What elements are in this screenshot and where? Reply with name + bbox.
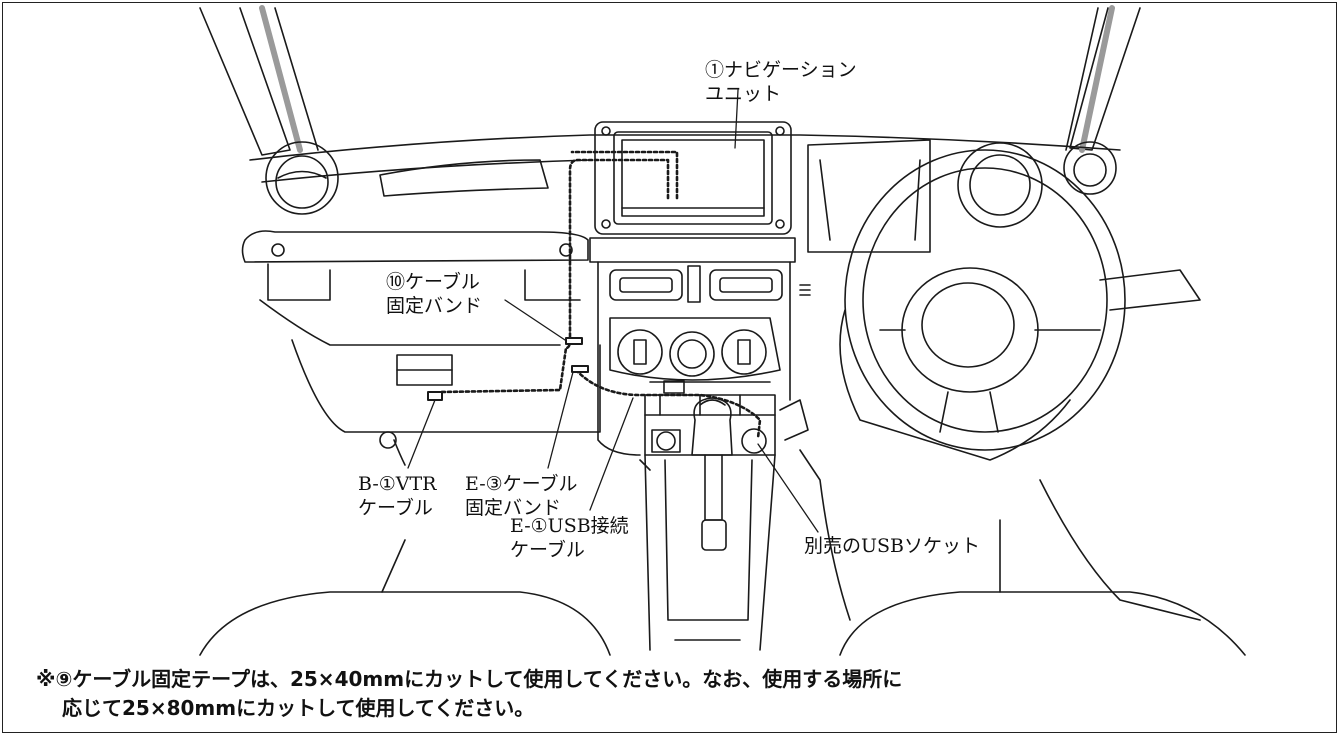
nav-cable-route (438, 158, 670, 394)
vtr-cable-label: B-①VTR ケーブル (358, 472, 436, 520)
cable-bands (427, 337, 589, 401)
steering-wheel (839, 149, 1201, 461)
cable-band-10-label: ⑩ケーブル 固定バンド (386, 270, 482, 318)
vtr-cable-label-line2: ケーブル (358, 497, 433, 519)
e3-cable-band-label: E-③ケーブル 固定バンド (465, 472, 578, 520)
usb-connection-cable-label-line2: ケーブル (510, 539, 585, 561)
glovebox (291, 339, 601, 466)
usb-connection-cable-label-line1: E-①USB接続 (510, 515, 629, 537)
footnote-line2: 応じて25×80mmにカットして使用してください。 (62, 696, 535, 720)
center-console (589, 237, 811, 651)
cable-band-10-label-line1: ⑩ケーブル (386, 271, 480, 293)
leader-lines (407, 89, 819, 533)
right-a-pillar (1065, 5, 1141, 153)
navigation-unit-illustration (594, 121, 792, 235)
dashboard-top-edge (249, 134, 1121, 161)
left-air-vent (265, 141, 339, 215)
vtr-cable-label-line1: B-①VTR (358, 473, 437, 495)
usb-cable-route (574, 368, 762, 440)
cable-band-10-label-line2: 固定バンド (386, 295, 482, 317)
cable-routes (438, 150, 762, 440)
nav-unit-label: ①ナビゲーション ユニット (705, 58, 857, 106)
front-seats (199, 519, 1246, 656)
left-a-pillar (199, 5, 319, 156)
usb-socket-label-text: 別売のUSBソケット (804, 535, 980, 557)
e3-cable-band-label-line2: 固定バンド (465, 497, 561, 519)
instrument-cluster (807, 139, 1117, 253)
e3-cable-band-label-line1: E-③ケーブル (465, 473, 578, 495)
usb-socket-label: 別売のUSBソケット (804, 534, 980, 558)
usb-connection-cable-label: E-①USB接続 ケーブル (510, 514, 629, 562)
upper-dash-panel (241, 159, 589, 346)
footnote-line1: ※⑨ケーブル固定テープは、25×40mmにカットして使用してください。なお、使用… (36, 667, 903, 691)
nav-unit-label-line1: ①ナビゲーション (705, 59, 857, 81)
nav-unit-label-line2: ユニット (705, 83, 782, 105)
